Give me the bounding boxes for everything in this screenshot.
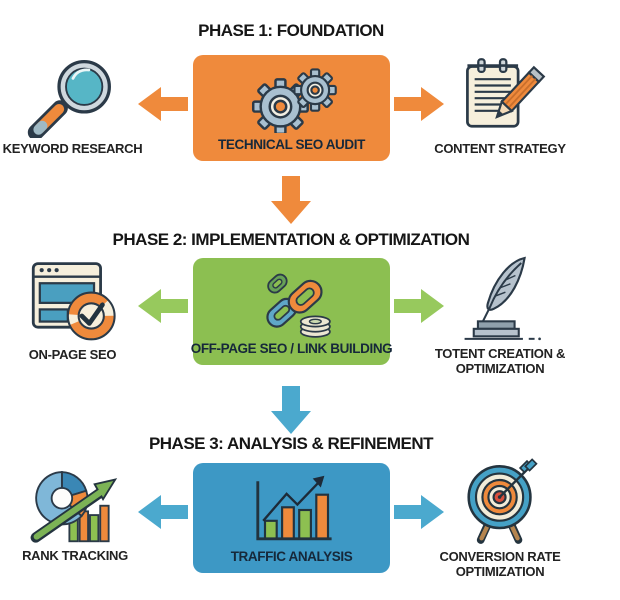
chain-links-coins-icon [199, 266, 384, 341]
phase3-heading: PHASE 3: ANALYSIS & REFINEMENT [148, 434, 434, 453]
keyword-research-item: KEYWORD RESEARCH [0, 56, 145, 156]
on-page-seo-label: ON-PAGE SEO [28, 347, 117, 362]
content-strategy-item: CONTENT STRATEGY [425, 52, 575, 156]
on-page-seo-item: ON-PAGE SEO [0, 258, 145, 362]
arrow-left-icon [138, 87, 188, 121]
quill-inkwell-icon [464, 256, 541, 341]
arrow-right-icon [394, 87, 444, 121]
rank-tracking-label: RANK TRACKING [22, 548, 128, 563]
arrow-down-icon [271, 386, 311, 434]
arrow-down-icon [271, 176, 311, 224]
conversion-rate-label: CONVERSION RATE OPTIMIZATION [439, 549, 561, 580]
phase2-center-box: OFF-PAGE SEO / LINK BUILDING [190, 258, 393, 365]
phase1-center-box: TECHNICAL SEO AUDIT [193, 55, 390, 161]
phase2-heading: PHASE 2: IMPLEMENTATION & OPTIMIZATION [112, 230, 470, 249]
phase3-center-box: TRAFFIC ANALYSIS [193, 463, 390, 573]
bar-chart-trend-icon [199, 471, 384, 549]
content-creation-label: TOTENT CREATION & OPTIMIZATION [434, 346, 566, 377]
pie-bars-arrow-icon [30, 471, 118, 543]
rank-tracking-item: RANK TRACKING [0, 459, 150, 563]
browser-checklist-icon [31, 262, 116, 341]
arrow-right-icon [394, 289, 444, 323]
content-creation-item: TOTENT CREATION & OPTIMIZATION [425, 253, 575, 377]
phase1-box-label: TECHNICAL SEO AUDIT [218, 137, 365, 152]
content-strategy-label: CONTENT STRATEGY [434, 141, 566, 156]
phase1-heading: PHASE 1: FOUNDATION [198, 21, 384, 40]
magnifying-glass-icon [27, 59, 111, 138]
arrow-left-icon [138, 495, 188, 529]
notepad-pencil-icon [466, 58, 546, 128]
arrow-left-icon [138, 289, 188, 323]
arrow-right-icon [394, 495, 444, 529]
phase2-box-label: OFF-PAGE SEO / LINK BUILDING [190, 341, 393, 356]
conversion-rate-item: CONVERSION RATE OPTIMIZATION [425, 456, 575, 580]
target-dart-icon [467, 458, 538, 544]
keyword-research-label: KEYWORD RESEARCH [2, 141, 143, 156]
phase3-box-label: TRAFFIC ANALYSIS [230, 549, 353, 564]
gears-icon [199, 63, 384, 137]
